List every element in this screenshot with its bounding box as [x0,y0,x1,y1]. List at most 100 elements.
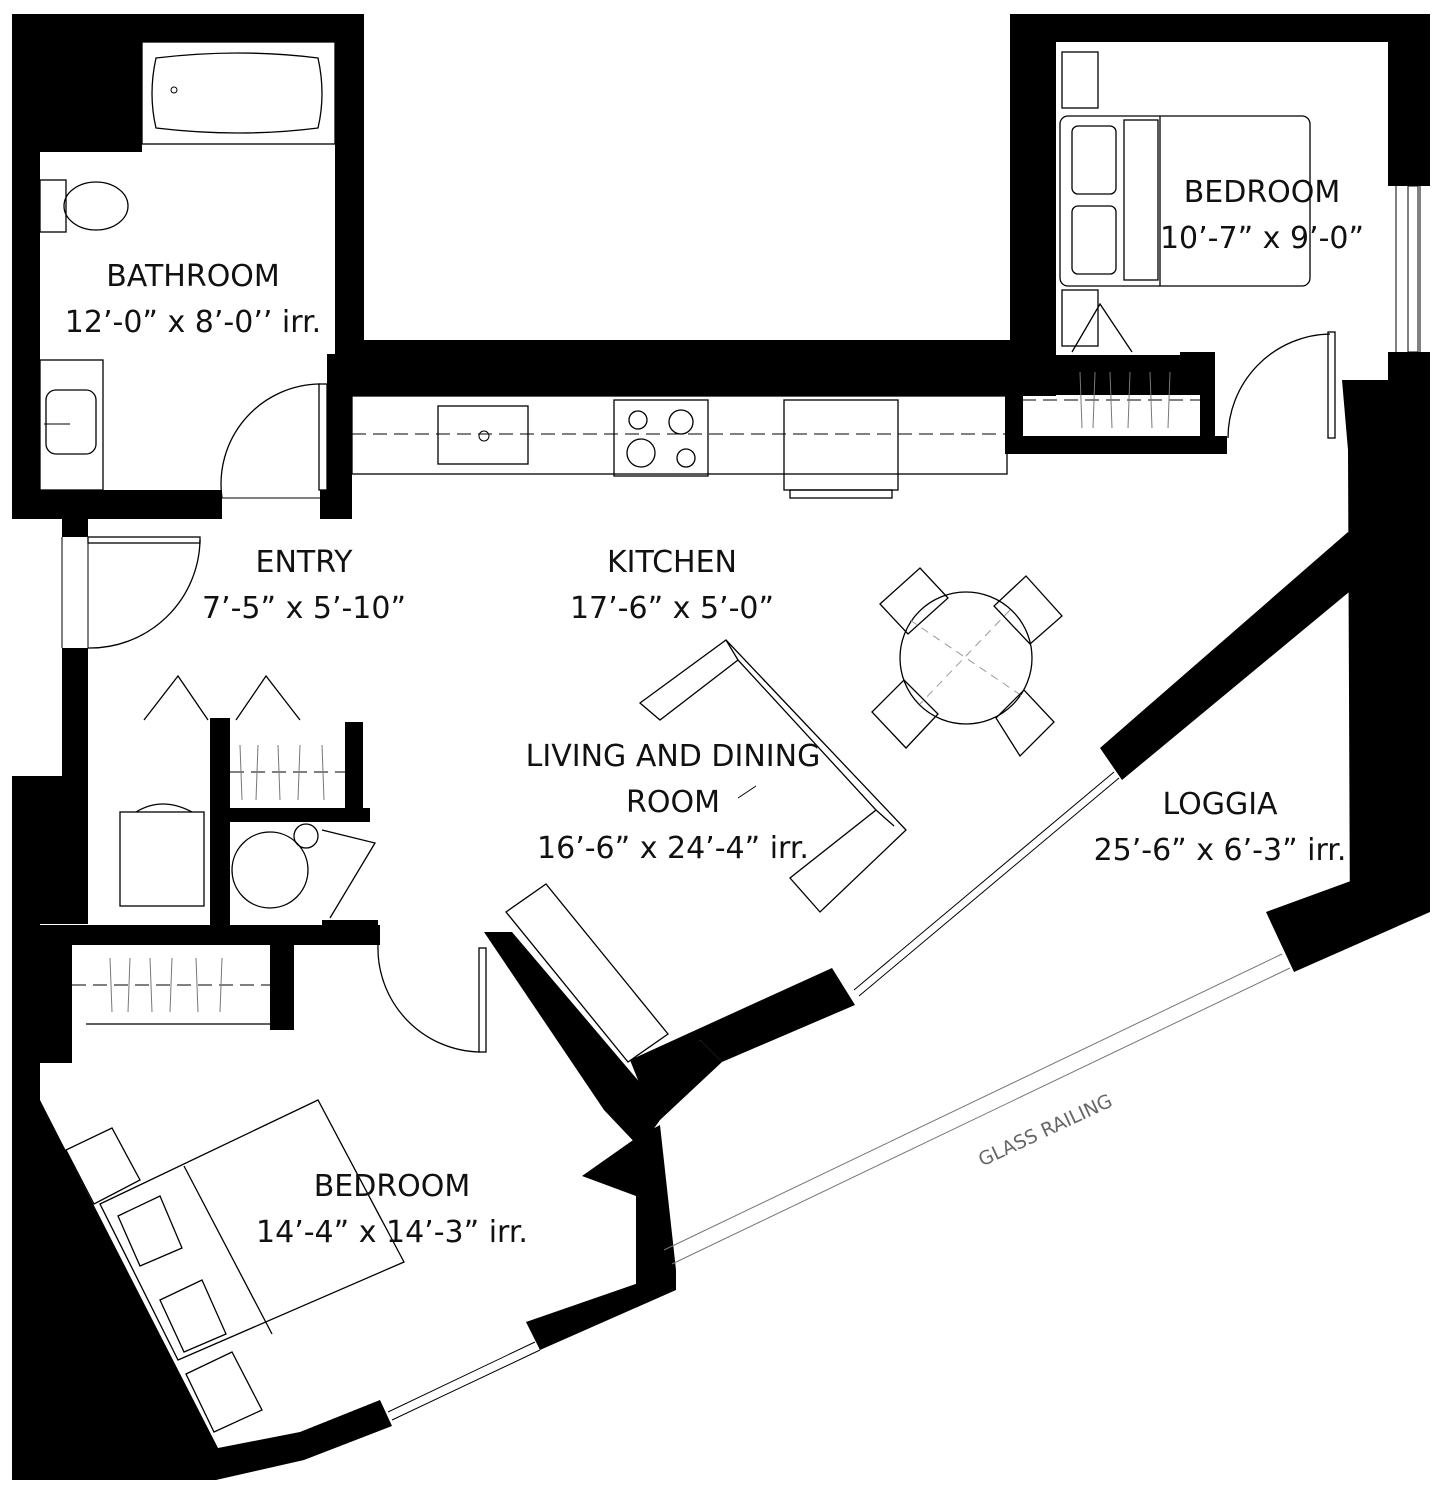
window-bedroom2-glass [1407,185,1419,353]
bedroom1-bed [99,1099,405,1361]
wall-closet-divider [210,718,230,933]
living-dining-name-line1: LIVING AND DINING [526,739,821,774]
burner-2 [668,409,694,435]
bedroom2-bed [1059,115,1311,287]
bedroom2-pillow-b [1071,205,1117,275]
wall-laundry-bottom [322,920,378,945]
window-loggia-door-a [853,771,1115,991]
wall-closet-right-stub [345,722,363,817]
wall-bath-bottom [12,490,222,519]
wall-closet-right [1200,352,1215,450]
sofa-mark [737,785,757,799]
sofa [638,639,907,913]
wall-loggia-upper [1100,532,1366,780]
wall-kitchen-back [340,340,1055,396]
door-bedroom1-leaf [478,947,487,1053]
door-bedroom2-swing [1227,333,1331,439]
loggia-dimensions: 25’-6” x 6’-3” irr. [1094,833,1347,868]
door-entry-leaf [87,536,201,544]
kitchen-counter [351,395,1008,475]
windows [61,185,1421,1421]
wall-closet-bottom [1005,436,1227,454]
glass-railing-a [663,953,1283,1251]
window-bedroom1-a [387,1341,536,1413]
wall-entry-stub [62,505,88,537]
cooktop [613,399,709,477]
sofa-arm-b [875,809,895,827]
dining-chair-bottom-right [995,689,1055,758]
walls [12,14,1430,1480]
burner-1 [628,410,648,430]
door-bedroom2-leaf [1327,331,1336,439]
wall-bath-right-upper [335,14,364,354]
door-closet-b [235,674,301,721]
wall-closet-left [1005,390,1023,450]
entry-cabinet [119,811,205,907]
door-entry-swing [87,539,201,649]
wall-closet-top [1055,355,1200,395]
table-leaf-b [919,609,1011,705]
vanity [39,359,104,491]
door-closet-a [143,674,209,721]
dining-chair-bottom-left [871,679,939,749]
entry-dimensions: 7’-5” x 5’-10” [202,591,406,626]
kitchen-dimensions: 17’-6” x 5’-0” [570,591,774,626]
wall-bedroom-window-right [526,1270,676,1350]
wall-closet-row [40,925,380,945]
bedroom2-headboard-pad [1123,119,1159,281]
bedroom-small-name: BEDROOM [1184,175,1341,210]
bedroom1-pillow-b [159,1279,227,1353]
wall-entry-left [62,648,88,776]
living-dining-dimensions: 16’-6” x 24’-4” irr. [537,831,809,866]
wall-bedroom-closet-left [40,925,72,1063]
door-bathroom-leaf [318,383,328,491]
bedroom1-bed-fold [183,1165,273,1335]
washer [231,831,309,909]
bathroom-dimensions: 12’-0” x 8’-0’’ irr. [65,305,321,340]
bedroom-small-dimensions: 10’-7” x 9’-0” [1160,221,1364,256]
glass-railing-label: GLASS RAILING [975,1090,1116,1171]
bedroom2-nightstand-top [1061,51,1099,109]
entry-name: ENTRY [256,545,354,580]
wall-bedroom-corner [582,1125,676,1290]
window-loggia-door-b [858,777,1120,997]
wall-living-diagonal [630,968,855,1090]
bathtub [141,41,336,145]
sofa-arm-a [725,639,739,661]
fixtures [39,41,1311,1433]
glass-railing-b [671,967,1291,1265]
dining-chair-top-left [879,567,949,635]
dining-chair-top-right [993,575,1063,645]
bedroom1-nightstand-bottom [185,1351,263,1433]
toilet-bowl [63,181,129,231]
room-labels: BATHROOM 12’-0” x 8’-0’’ irr. BEDROOM 10… [65,175,1364,1250]
bedroom1-nightstand-top [65,1127,141,1205]
door-bedroom2-closet [1071,302,1133,353]
wall-bedroom2-left [1010,14,1056,396]
burner-4 [676,448,696,468]
bathtub-basin [151,52,323,134]
living-dining-name-line2: ROOM [626,785,720,820]
bedroom2-nightstand-bottom [1061,289,1099,347]
wall-living-bedroom-divider [484,932,722,1148]
bedroom1-pillow-a [117,1195,183,1267]
wall-laundry-top [210,808,370,822]
wall-bath-left [12,14,40,519]
kitchen-name: KITCHEN [607,545,737,580]
sink-drain [478,430,490,442]
burner-3 [626,438,656,468]
door-laundry [321,829,377,919]
bedroom2-pillow-a [1071,125,1117,195]
entry-cabinet-chair [135,803,193,813]
bedroom-large-name: BEDROOM [314,1169,471,1204]
wall-bedroom2-right-upper [1388,14,1430,186]
washer-dial [293,823,319,849]
door-bathroom-swing [220,383,321,499]
wall-left-lower [12,776,40,1066]
doors [87,302,1336,1053]
bedroom-large-dimensions: 14’-4” x 14’-3” irr. [256,1215,528,1250]
refrigerator-door [789,489,893,499]
media-console [505,883,669,1063]
wall-loggia-end [1266,852,1430,972]
